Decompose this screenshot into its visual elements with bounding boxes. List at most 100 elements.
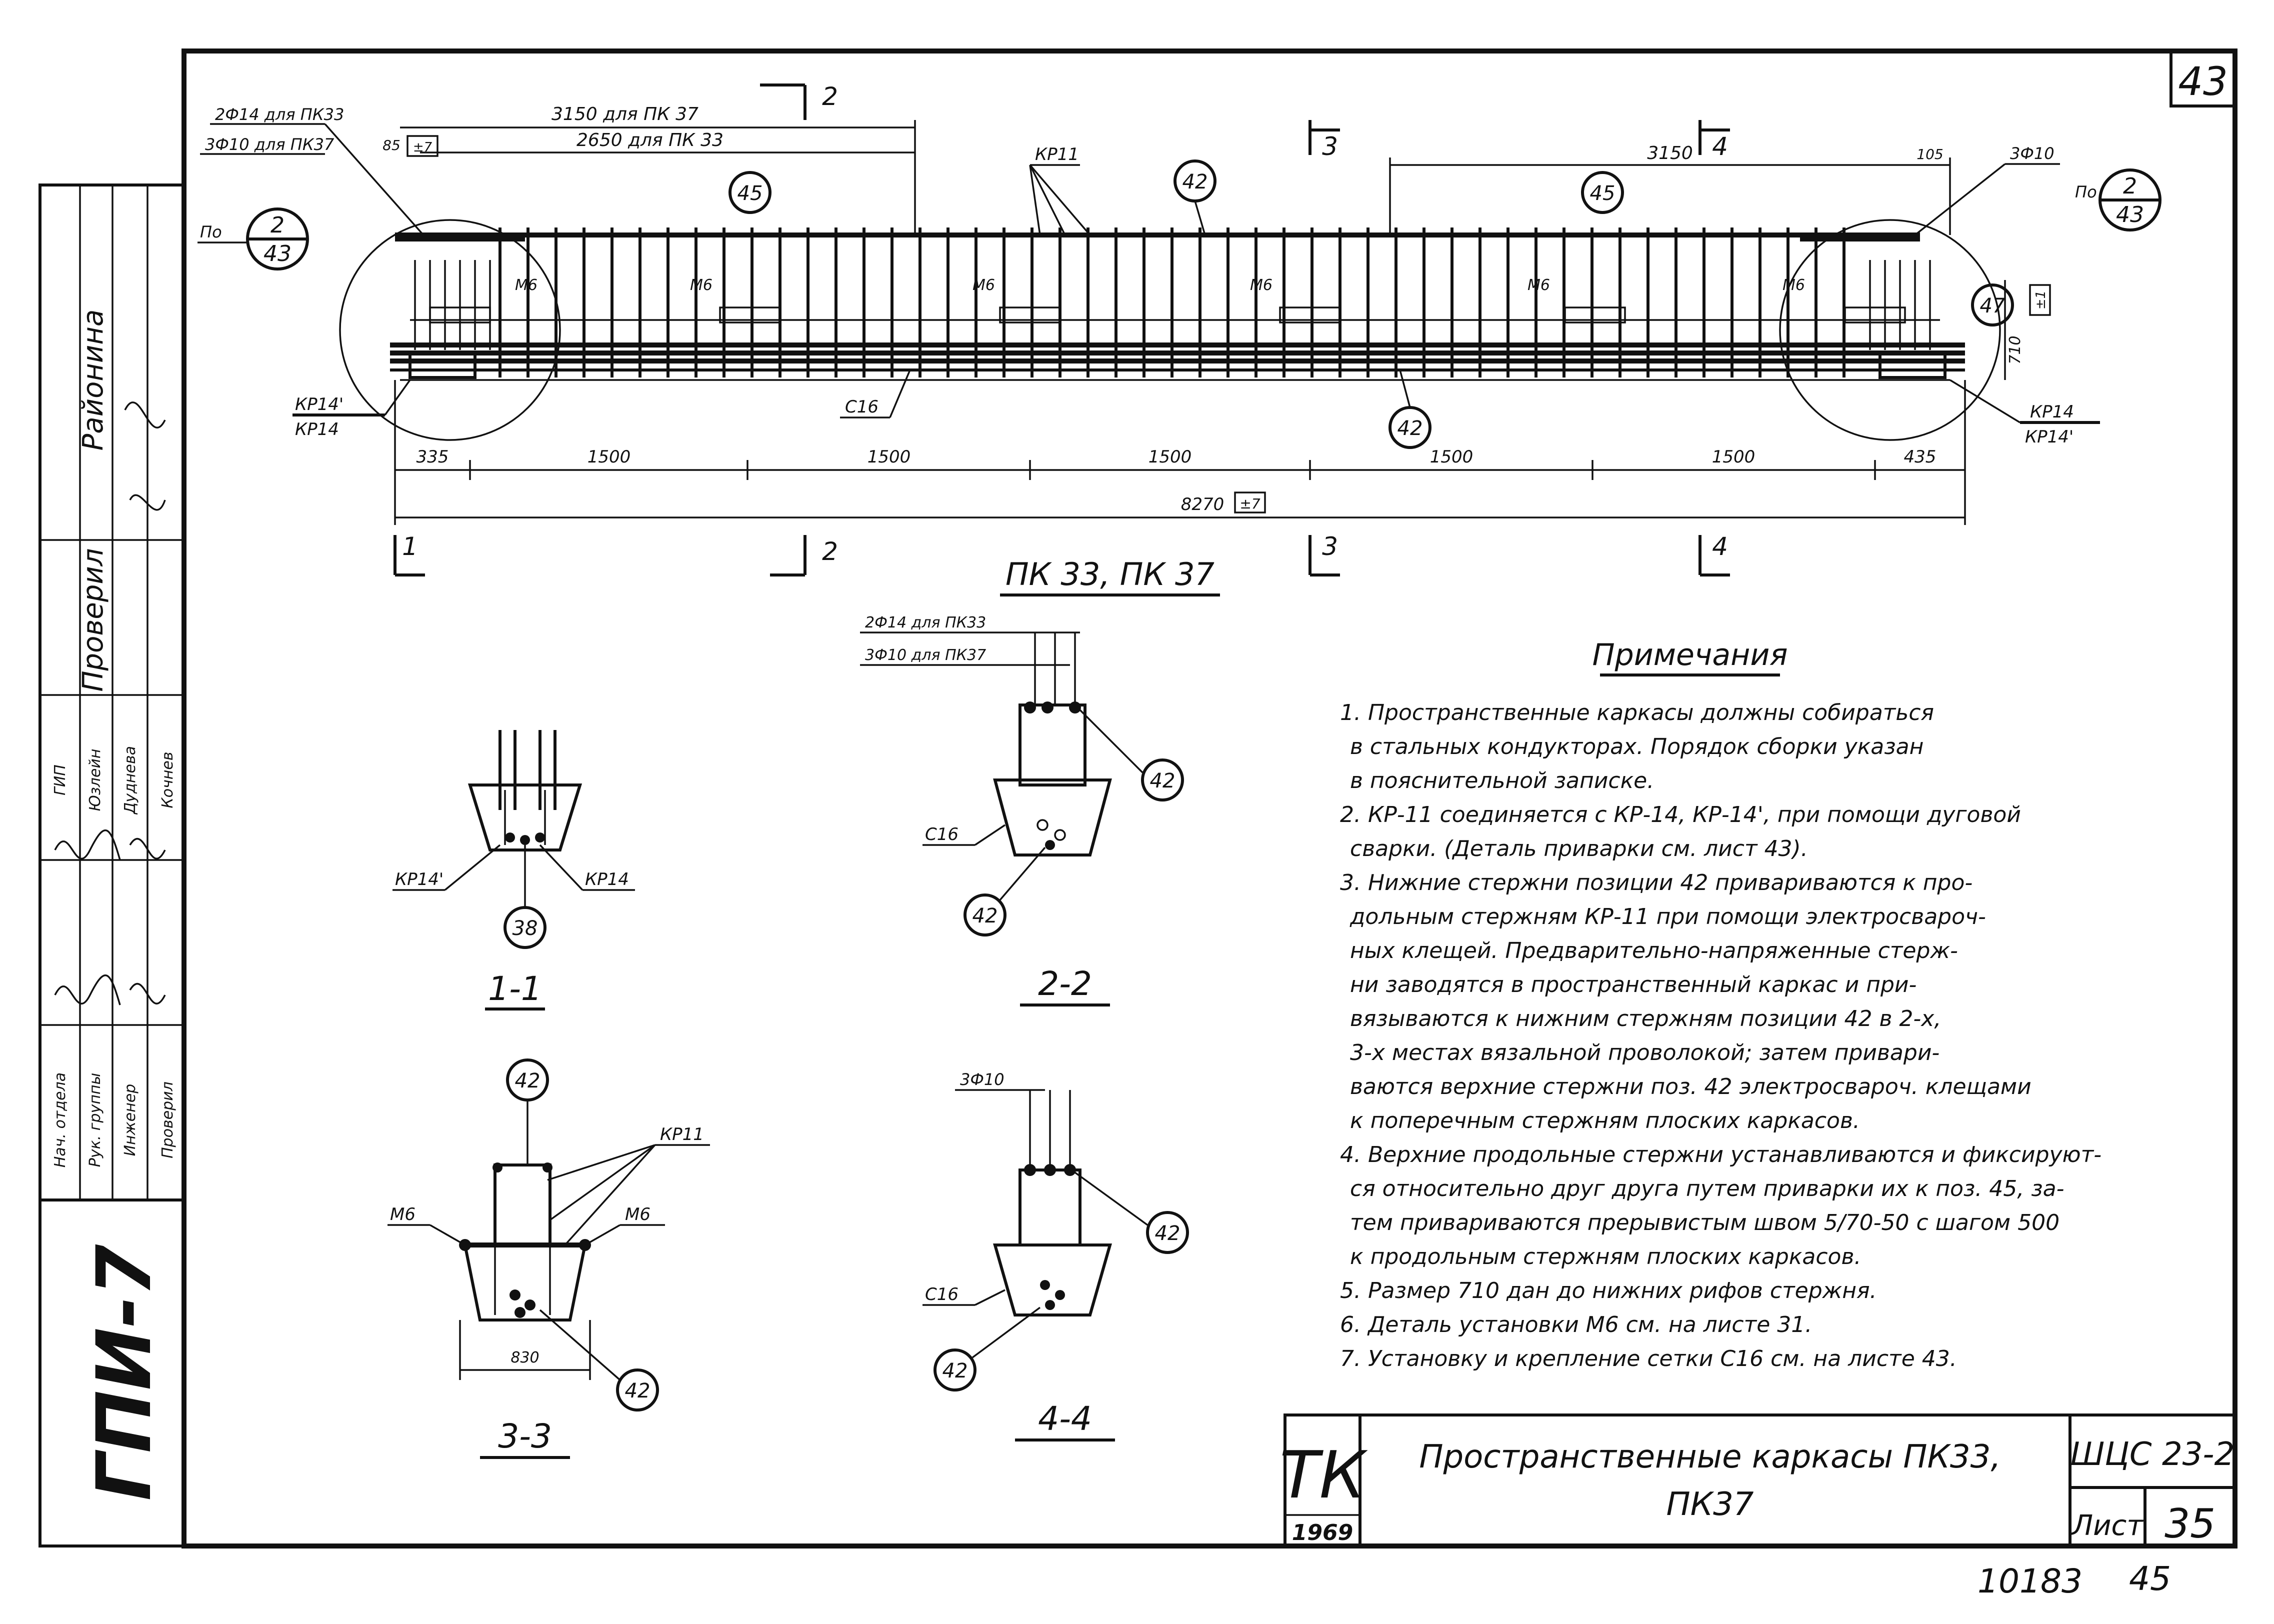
- archive-page: 45: [2129, 1560, 2171, 1598]
- note-line: ся относительно друг друга путем приварк…: [1350, 1176, 2064, 1202]
- bar-label-left-2: 3Ф10 для ПК37: [205, 135, 334, 154]
- main-elevation: 335 1500 1500 1500 1500 1500 435 8270 ±7…: [198, 82, 2162, 596]
- callout-42: 42: [1398, 417, 1423, 440]
- label-kp14p-right: КР14': [2025, 427, 2074, 447]
- note-line: 3. Нижние стержни позиции 42 приваривают…: [1340, 870, 1972, 896]
- callout-47: 47: [1980, 294, 2006, 318]
- section-mark-4-top: 4: [1712, 132, 1728, 161]
- note-line: к продольным стержням плоских каркасов.: [1350, 1244, 1861, 1270]
- note-line: тем привариваются прерывистым швом 5/70-…: [1350, 1210, 2060, 1236]
- label-kp14-left: КР14: [295, 420, 339, 440]
- section-1-1: КР14' КР14 38 1-1: [392, 730, 635, 1010]
- sheet-label: Лист: [2071, 1510, 2144, 1542]
- section-mark-3: 3: [1322, 532, 1338, 561]
- s11-callout: 38: [512, 917, 538, 940]
- stirrup-bars: [414, 228, 1931, 378]
- note-line: сварки. (Деталь приварки см. лист 43).: [1350, 836, 1808, 862]
- dim-335: 335: [416, 447, 449, 467]
- note-line: в стальных кондукторах. Порядок сборки у…: [1350, 734, 1924, 760]
- section-mark-1: 1: [402, 532, 418, 561]
- note-line: ни заводятся в пространственный каркас и…: [1350, 972, 1916, 998]
- s44-callout-top: 42: [1155, 1222, 1180, 1245]
- side-role-4: Проверил: [159, 1082, 176, 1158]
- m6-label: М6: [1782, 276, 1805, 294]
- side-name-1: Юзлейн: [86, 748, 104, 811]
- note-line: 4. Верхние продольные стержни устанавлив…: [1340, 1142, 2102, 1168]
- dim-overall-length: 8270: [1181, 494, 1224, 514]
- side-title-block: Районина Проверил Нач. отдела Рук. групп…: [38, 184, 186, 1548]
- dim-105: 105: [1916, 146, 1943, 162]
- m6-label: М6: [1528, 276, 1550, 294]
- s33-m6-left: М6: [390, 1204, 416, 1224]
- top-dim-left-upper: 3150 для ПК 37: [552, 104, 698, 124]
- side-label-top: Районина: [77, 310, 110, 451]
- organization-stamp: ГПИ-7: [81, 1244, 168, 1501]
- s33-width: 830: [510, 1349, 539, 1366]
- note-line: 2. КР-11 соединяется с КР-14, КР-14', пр…: [1340, 802, 2021, 828]
- bar-label-right: 3Ф10: [2010, 144, 2054, 163]
- label-kp14-right: КР14: [2030, 402, 2074, 422]
- s22-bar2: 3Ф10 для ПК37: [865, 646, 986, 664]
- detail-left-top: 2: [270, 212, 284, 238]
- note-line: 6. Деталь установки М6 см. на листе 31.: [1340, 1312, 1812, 1338]
- dim-1500: 1500: [588, 447, 631, 467]
- m6-label: М6: [515, 276, 538, 294]
- doc-code: ШЦС 23-2: [2070, 1436, 2234, 1473]
- sheet-frame: 43: [182, 48, 2238, 1548]
- title-line-2: ПК37: [1666, 1486, 1754, 1523]
- stamp-letters: ТК: [1280, 1437, 1368, 1513]
- top-dim-right: 3150: [1647, 143, 1693, 164]
- main-view-title: ПК 33, ПК 37: [1006, 556, 1214, 592]
- detail-right-top: 2: [2123, 174, 2137, 199]
- section-3-3: 42 КР11 М6 М6 830 42 3-3: [388, 1058, 710, 1459]
- detail-left-bottom: 43: [264, 241, 292, 266]
- s44-c16: С16: [925, 1284, 958, 1304]
- s44-title: 4-4: [1038, 1400, 1092, 1438]
- note-line: в пояснительной записке.: [1350, 768, 1654, 794]
- note-line: 7. Установку и крепление сетки С16 см. н…: [1340, 1346, 1957, 1372]
- label-kp11: КР11: [1035, 144, 1079, 164]
- dim-1500: 1500: [1148, 447, 1192, 467]
- s22-title: 2-2: [1038, 964, 1092, 1003]
- callout-42: 42: [1182, 170, 1208, 194]
- note-line: вязываются к нижним стержням позиции 42 …: [1350, 1006, 1941, 1032]
- s22-callout-bottom: 42: [972, 904, 998, 928]
- note-line: 5. Размер 710 дан до нижних рифов стержн…: [1340, 1278, 1877, 1304]
- s33-callout-top: 42: [515, 1070, 540, 1092]
- corner-sheet-number: 43: [2178, 60, 2228, 104]
- dim-435: 435: [1904, 447, 1936, 467]
- dim-1500: 1500: [1430, 447, 1474, 467]
- note-line: дольным стержням КР-11 при помощи электр…: [1350, 904, 1986, 930]
- s22-bar1: 2Ф14 для ПК33: [865, 614, 986, 632]
- signature-scribble: [124, 402, 166, 511]
- section-mark-4: 4: [1712, 532, 1728, 561]
- bar-label-left-1: 2Ф14 для ПК33: [215, 105, 344, 124]
- s33-m6-right: М6: [625, 1204, 650, 1224]
- stamp-year: 1969: [1292, 1520, 1353, 1546]
- side-label-checked: Проверил: [77, 548, 110, 692]
- s22-c16: С16: [925, 824, 958, 844]
- s11-right-label: КР14: [585, 870, 629, 890]
- label-c16: С16: [845, 397, 878, 417]
- signature-scribble: [54, 974, 166, 1006]
- dim-overall-mark: ±7: [1240, 496, 1260, 512]
- archive-number: 10183: [1978, 1562, 2082, 1600]
- signature-scribble: [54, 829, 166, 860]
- top-dim-left-lower: 2650 для ПК 33: [576, 130, 724, 150]
- section-mark-3-top: 3: [1322, 132, 1338, 161]
- height-mark: ±1: [2034, 290, 2048, 310]
- s33-callout-bottom: 42: [625, 1380, 650, 1402]
- section-2-2: 2Ф14 для ПК33 3Ф10 для ПК37 42 С16 42 2-…: [860, 614, 1184, 1006]
- callout-45: 45: [738, 182, 763, 205]
- side-role-2: Рук. группы: [86, 1073, 104, 1168]
- section-mark-2: 2: [822, 537, 838, 566]
- note-line: к поперечным стержням плоских каркасов.: [1350, 1108, 1860, 1134]
- notes-heading: Примечания: [1592, 638, 1788, 672]
- note-line: 1. Пространственные каркасы должны собир…: [1340, 700, 1934, 726]
- callout-45: 45: [1590, 182, 1616, 205]
- s44-bar: 3Ф10: [960, 1070, 1004, 1089]
- detail-prefix-right: По: [2075, 182, 2097, 202]
- section-4-4: 3Ф10 42 С16 42 4-4: [922, 1070, 1189, 1442]
- detail-prefix-left: По: [200, 222, 222, 242]
